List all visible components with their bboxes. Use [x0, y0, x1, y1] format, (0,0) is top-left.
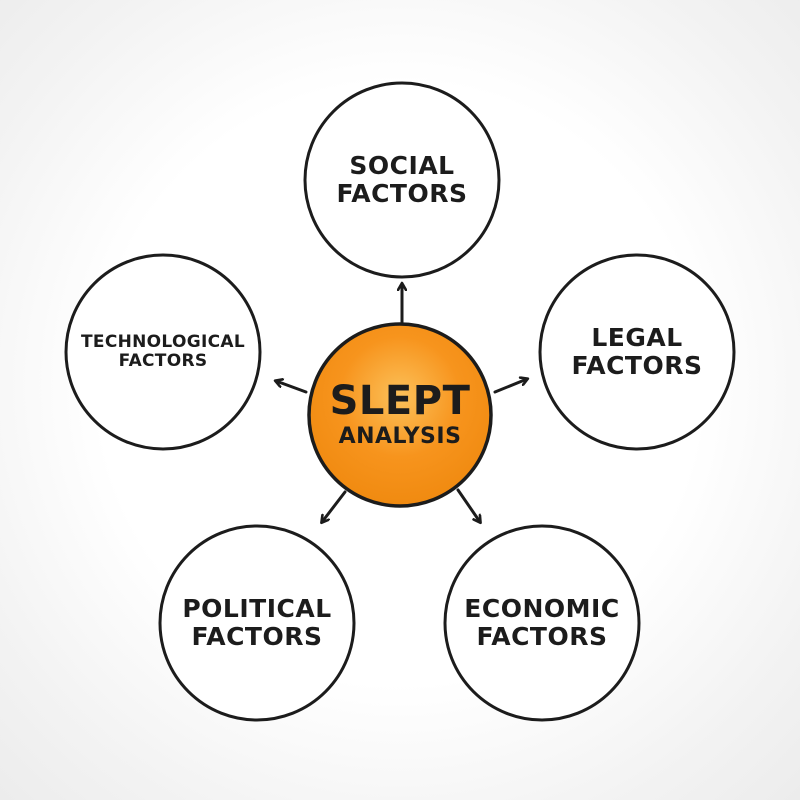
center-circle [307, 322, 493, 508]
economic-factors-label: ECONOMIC FACTORS [452, 573, 632, 673]
political-factors-circle [158, 524, 356, 722]
legal-factors-label: LEGAL FACTORS [547, 302, 727, 402]
technological-line1: TECHNOLOGICAL [81, 331, 245, 352]
arrow-to-technological [276, 381, 308, 394]
technological-factors-circle [64, 253, 262, 451]
political-factors-label: POLITICAL FACTORS [167, 573, 347, 673]
economic-factors-circle [443, 524, 641, 722]
legal-line1: LEGAL [591, 323, 683, 352]
social-line2: FACTORS [336, 179, 468, 208]
arrow-to-political [322, 490, 347, 522]
arrow-to-economic [456, 488, 480, 522]
political-line2: FACTORS [191, 622, 323, 651]
legal-factors-circle [538, 253, 736, 451]
technological-line2: FACTORS [118, 351, 208, 371]
technological-factors-label: TECHNOLOGICAL FACTORS [73, 312, 253, 392]
social-factors-label: SOCIAL FACTORS [312, 130, 492, 230]
economic-line1: ECONOMIC [464, 594, 620, 623]
legal-line2: FACTORS [571, 351, 703, 380]
political-line1: POLITICAL [182, 594, 332, 623]
arrow-to-legal [493, 379, 527, 394]
social-line1: SOCIAL [349, 151, 455, 180]
center-title: SLEPT [329, 377, 471, 424]
social-factors-circle [303, 81, 501, 279]
center-label: SLEPT ANALYSIS [310, 360, 490, 470]
economic-line2: FACTORS [476, 622, 608, 651]
center-subtitle: ANALYSIS [338, 423, 462, 449]
